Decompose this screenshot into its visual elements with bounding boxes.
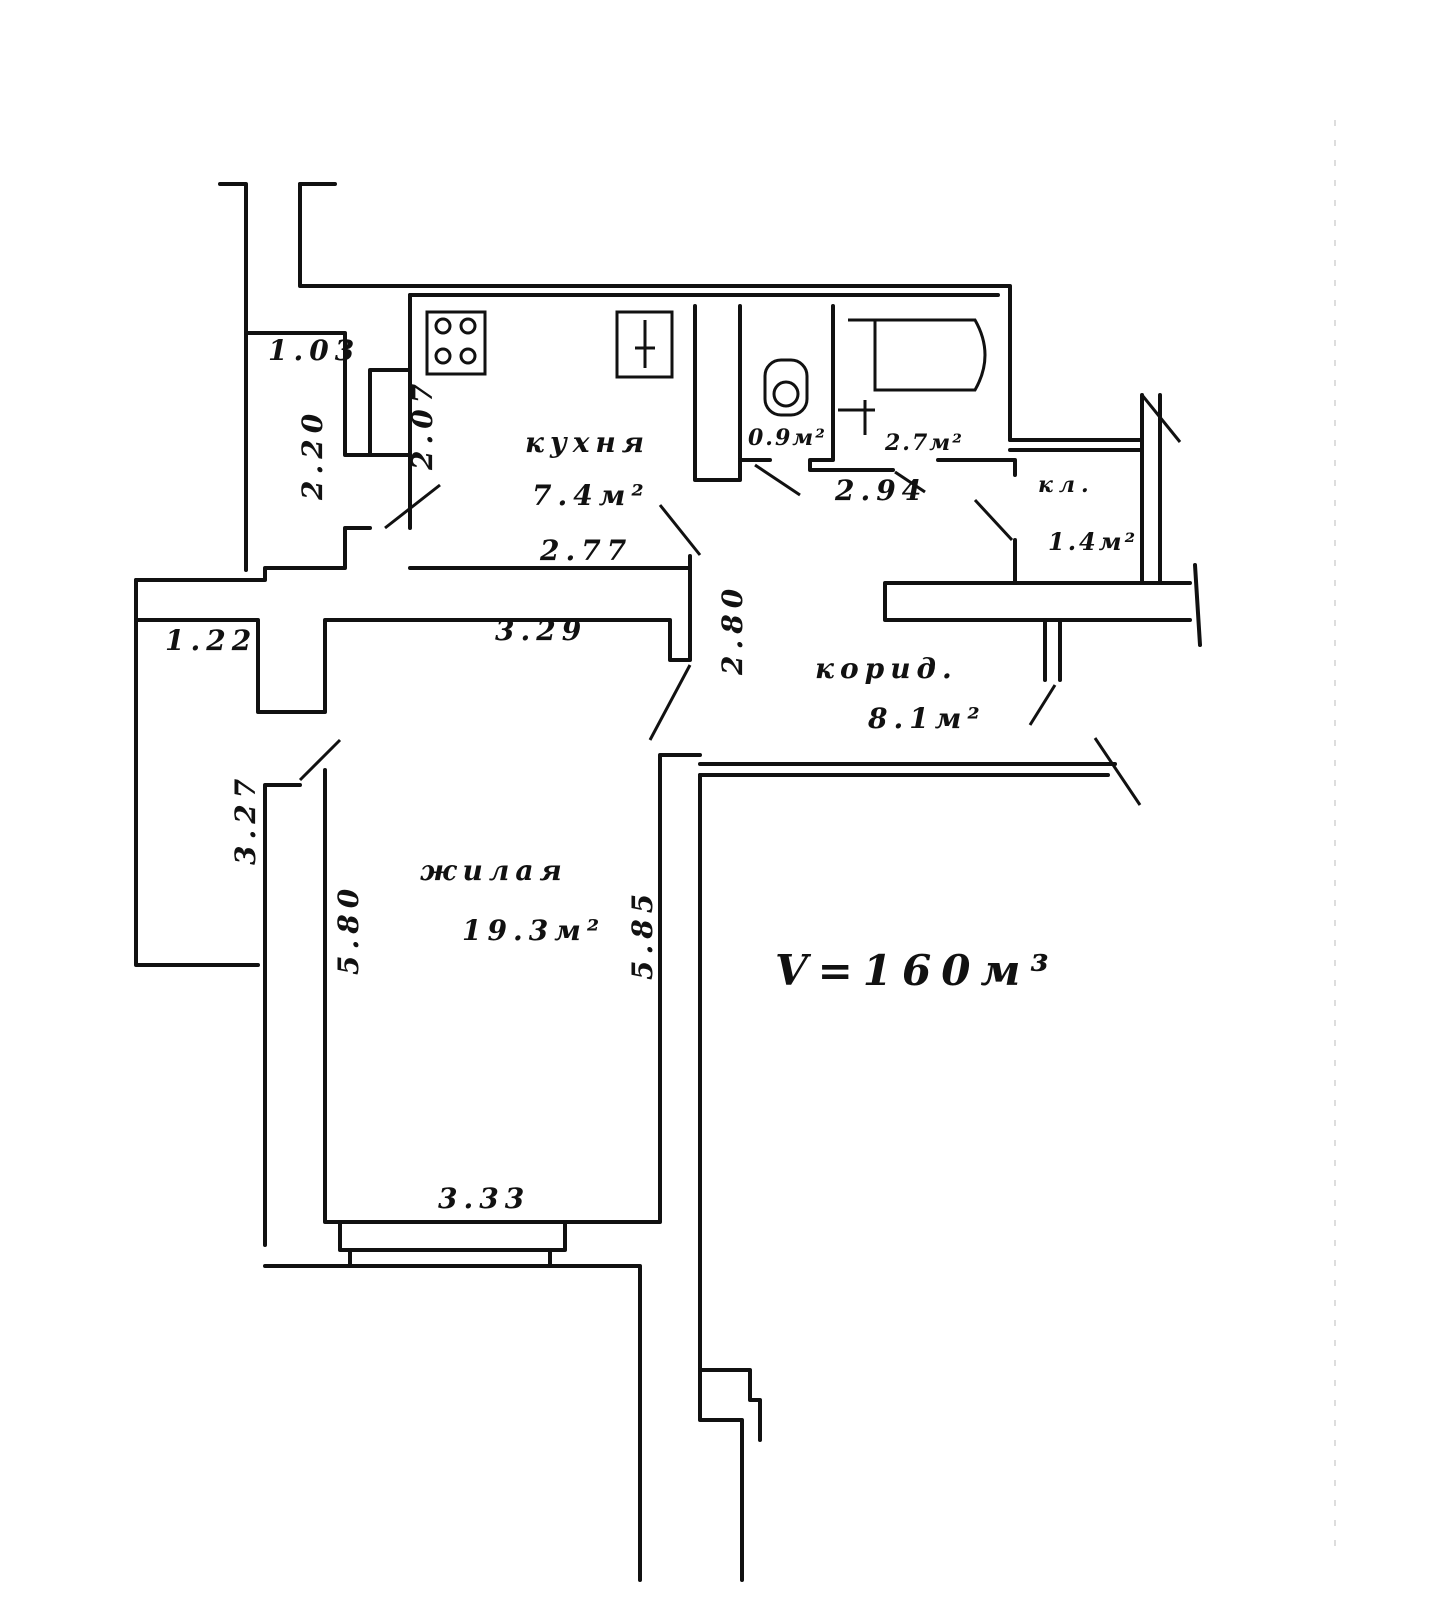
stove-icon bbox=[425, 310, 487, 376]
toilet-icon bbox=[763, 358, 809, 417]
dim-3-27: 3.27 bbox=[229, 773, 262, 865]
closet-area: 1.4м² bbox=[1048, 527, 1138, 556]
walls bbox=[134, 182, 1202, 1582]
bathtub-icon bbox=[838, 318, 987, 435]
dim-5-80: 5.80 bbox=[332, 883, 365, 975]
fixtures bbox=[425, 310, 987, 435]
corridor-area: 8.1м² bbox=[867, 702, 986, 735]
doors bbox=[298, 394, 1182, 806]
kitchen-area: 7.4м² bbox=[532, 479, 650, 512]
toilet-area: 0.9м² bbox=[748, 425, 827, 451]
dim-1-03: 1.03 bbox=[268, 334, 360, 367]
living-name: жилая bbox=[420, 854, 568, 887]
dim-3-33: 3.33 bbox=[438, 1182, 530, 1215]
dim-1-22: 1.22 bbox=[165, 624, 257, 657]
sink-icon bbox=[615, 310, 674, 379]
dim-2-07: 2.07 bbox=[406, 378, 439, 471]
kitchen-name: кухня bbox=[525, 426, 650, 459]
labels: 1.03 2.20 2.07 кухня 7.4м² 2.77 0.9м² 2.… bbox=[165, 334, 1138, 1215]
dim-5-85: 5.85 bbox=[626, 888, 659, 980]
bathroom-area: 2.7м² bbox=[884, 430, 964, 456]
corridor-name: корид. bbox=[815, 652, 958, 685]
dim-3-29: 3.29 bbox=[495, 614, 587, 647]
closet-name: кл. bbox=[1038, 472, 1095, 498]
dim-2-80: 2.80 bbox=[716, 583, 749, 676]
dim-2-94: 2.94 bbox=[834, 474, 927, 507]
dim-2-77: 2.77 bbox=[539, 534, 632, 567]
living-area: 19.3м² bbox=[462, 914, 605, 947]
volume-label: V=160м³ bbox=[775, 946, 1059, 995]
dim-2-20: 2.20 bbox=[296, 408, 329, 501]
